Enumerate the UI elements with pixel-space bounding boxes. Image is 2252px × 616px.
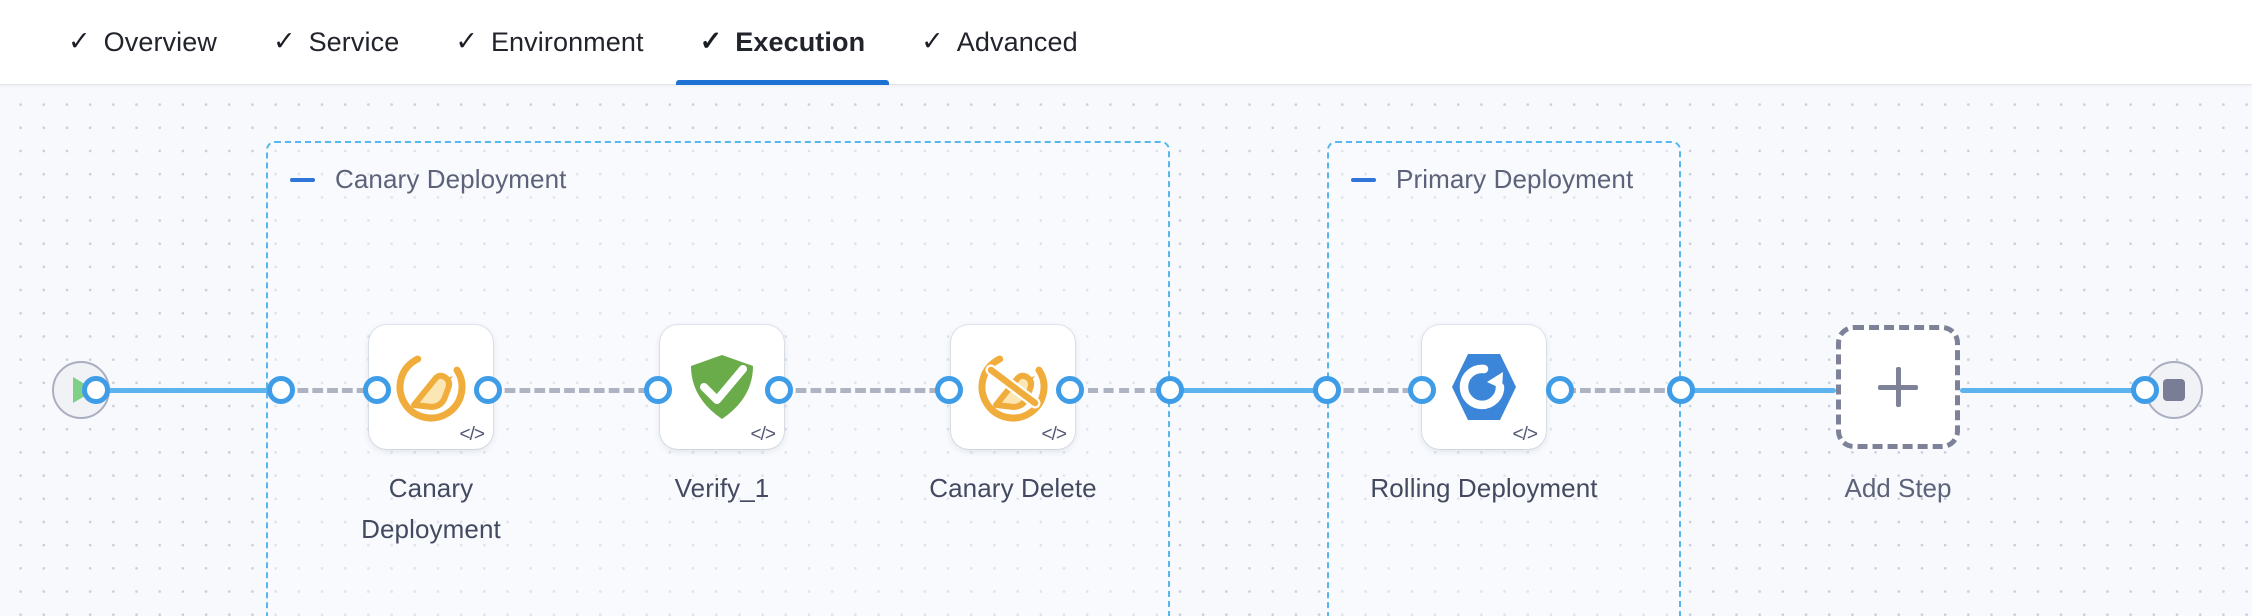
connector-dot[interactable] [363,376,391,404]
tab-label: Service [308,26,400,57]
code-badge: </> [750,424,777,445]
connector-dot[interactable] [1546,376,1574,404]
check-icon: ✓ [921,25,944,56]
connector-dot[interactable] [1667,376,1695,404]
step-label-rolling-deployment: Rolling Deployment [1370,473,1598,503]
check-icon: ✓ [699,25,723,56]
plus-icon [1895,367,1901,407]
tab-execution[interactable]: ✓ Execution [672,0,894,85]
connector-dot[interactable] [765,376,793,404]
canary-bird-icon [396,352,466,422]
tab-environment[interactable]: ✓ Environment [427,0,671,85]
connector-dot[interactable] [1408,376,1436,404]
connector-primary-group-to-add-step [1681,388,1836,393]
group-title: Canary Deployment [335,164,567,194]
check-icon: ✓ [68,25,91,56]
connector-dot[interactable] [267,376,295,404]
step-label-canary-delete: Canary Delete [929,473,1097,503]
connector-add-step-to-end [1960,388,2145,393]
connector-verify-to-canary-delete [779,388,949,393]
minus-icon[interactable] [1351,177,1376,182]
connector-dot[interactable] [644,376,672,404]
connector-dot[interactable] [2131,376,2159,404]
wizard-tab-bar: ✓ Overview ✓ Service ✓ Environment ✓ Exe… [0,0,2252,85]
connector-group-entry-to-rolling-deployment [1327,388,1422,393]
code-badge: </> [1512,424,1539,445]
canary-bird-delete-icon [978,352,1048,422]
step-label-canary-deployment: Canary Deployment [361,473,501,544]
active-tab-underline [675,79,890,85]
step-card-canary-delete[interactable]: </> [951,325,1075,449]
step-label-verify-1: Verify_1 [674,473,770,503]
connector-dot[interactable] [474,376,502,404]
tab-label: Execution [735,26,866,57]
shield-check-icon [691,355,753,419]
step-card-canary-deployment[interactable]: </> [369,325,493,449]
code-badge: </> [1041,424,1068,445]
group-header[interactable]: Primary Deployment [1351,164,1633,195]
connector-dot[interactable] [82,376,110,404]
add-step-label: Add Step [1844,473,1952,503]
tab-advanced[interactable]: ✓ Advanced [893,0,1106,85]
connector-group-entry-to-canary-deployment [281,388,391,393]
tab-label: Environment [490,26,644,57]
add-step-button[interactable] [1836,325,1960,449]
check-icon: ✓ [272,25,296,56]
connector-rolling-deployment-to-group-exit [1519,388,1681,393]
tab-label: Overview [103,26,217,57]
connector-start-to-canary-group [96,388,281,393]
connector-canary-deployment-to-verify [488,388,658,393]
check-icon: ✓ [455,25,478,56]
minus-icon[interactable] [290,177,315,182]
rolling-hexagon-icon [1452,354,1516,420]
connector-dot[interactable] [1056,376,1084,404]
connector-dot[interactable] [1313,376,1341,404]
stop-icon [2163,379,2185,401]
pipeline-canvas[interactable]: Canary Deployment Primary Deployment [0,85,2252,616]
code-badge: </> [459,424,486,445]
group-title: Primary Deployment [1396,164,1634,194]
tab-service[interactable]: ✓ Service [245,0,427,85]
connector-canary-delete-to-group-exit [1070,388,1170,393]
connector-canary-group-to-primary-group [1170,388,1327,393]
connector-dot[interactable] [1156,376,1184,404]
step-card-verify-1[interactable]: </> [660,325,784,449]
connector-dot[interactable] [935,376,963,404]
group-header[interactable]: Canary Deployment [290,164,566,195]
step-card-rolling-deployment[interactable]: </> [1422,325,1546,449]
tab-overview[interactable]: ✓ Overview [40,0,245,85]
tab-label: Advanced [956,26,1078,57]
